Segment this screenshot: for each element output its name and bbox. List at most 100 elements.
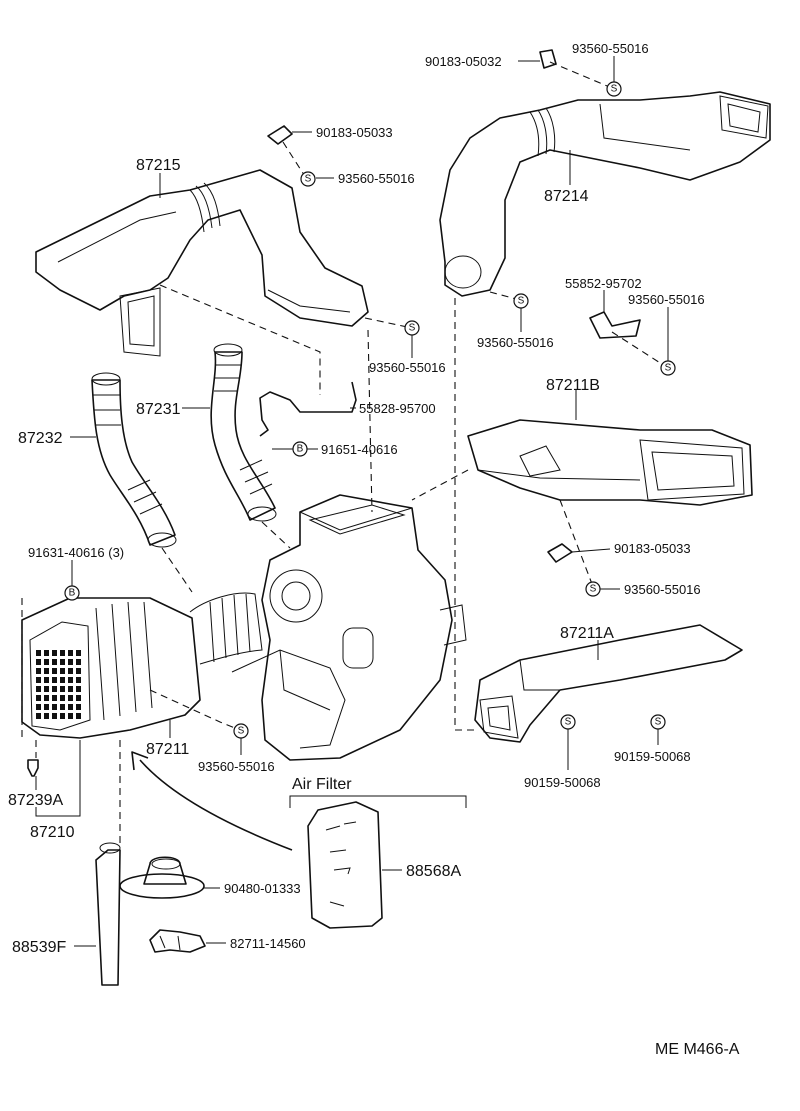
s-symbol-2: S: [300, 171, 316, 187]
grommet-90480-01333: [119, 856, 205, 899]
label-93560-55016-b: 93560-55016: [338, 171, 415, 186]
hose-87231: [210, 343, 277, 522]
label-87211A: 87211A: [560, 625, 614, 642]
install-arrow-head: [131, 751, 149, 771]
s-symbol-8: S: [560, 714, 576, 730]
filter-grid-cell: [52, 668, 57, 674]
filter-grid-cell: [52, 677, 57, 683]
label-55828-95700: 55828-95700: [359, 401, 436, 416]
label-90159-50068-a: 90159-50068: [524, 775, 601, 790]
svg-text:S: S: [590, 584, 597, 595]
label-87211: 87211: [146, 741, 189, 758]
blower-housing: [231, 494, 467, 761]
filter-grid-cell: [68, 650, 73, 656]
s-symbol-3: S: [513, 293, 529, 309]
label-90159-50068-b: 90159-50068: [614, 749, 691, 764]
filter-grid-cell: [68, 668, 73, 674]
label-88568A: 88568A: [406, 863, 461, 880]
s-symbol-6: S: [585, 581, 601, 597]
label-87231: 87231: [136, 401, 181, 418]
label-87232: 87232: [18, 430, 63, 447]
filter-grid-cell: [60, 686, 65, 692]
filter-grid-cell: [36, 677, 41, 683]
filter-grid-cell: [44, 695, 49, 701]
hose-87232: [91, 372, 177, 548]
hose-88539F: [95, 842, 121, 986]
filter-grid-cell: [52, 659, 57, 665]
clamp-82711-14560: [149, 929, 206, 953]
air-filter-bracket: [289, 795, 467, 808]
filter-grid-cell: [68, 677, 73, 683]
filter-grid-cell: [76, 713, 81, 719]
svg-text:B: B: [69, 588, 76, 599]
label-87211B: 87211B: [546, 377, 600, 394]
filter-grid: [36, 650, 81, 719]
filter-grid-cell: [44, 713, 49, 719]
filter-grid-cell: [36, 695, 41, 701]
svg-text:S: S: [409, 323, 416, 334]
filter-grid-cell: [44, 650, 49, 656]
filter-grid-cell: [60, 704, 65, 710]
filter-grid-cell: [76, 704, 81, 710]
diagram-code: ME M466-A: [655, 1041, 740, 1058]
filter-grid-cell: [76, 659, 81, 665]
duct-87215: [35, 169, 369, 357]
filter-grid-cell: [60, 668, 65, 674]
filter-grid-cell: [52, 686, 57, 692]
label-87210: 87210: [30, 824, 75, 841]
label-93560-55016-g: 93560-55016: [198, 759, 275, 774]
filter-grid-cell: [36, 650, 41, 656]
b-symbol-2: B: [64, 585, 80, 601]
filter-grid-cell: [44, 704, 49, 710]
label-90183-05033-b: 90183-05033: [614, 541, 691, 556]
s-symbol-1: S: [606, 81, 622, 97]
duct-87211B: [467, 419, 753, 506]
svg-text:S: S: [655, 717, 662, 728]
clip-90183-05032: [539, 49, 557, 69]
filter-grid-cell: [68, 686, 73, 692]
filter-grid-cell: [60, 677, 65, 683]
label-82711-14560: 82711-14560: [230, 936, 306, 951]
svg-text:S: S: [305, 174, 312, 185]
filter-grid-cell: [44, 677, 49, 683]
filter-grid-cell: [52, 713, 57, 719]
filter-grid-cell: [76, 695, 81, 701]
filter-grid-cell: [44, 659, 49, 665]
filter-grid-cell: [68, 713, 73, 719]
filter-grid-cell: [36, 668, 41, 674]
svg-text:S: S: [565, 717, 572, 728]
filter-grid-cell: [36, 713, 41, 719]
filter-grid-cell: [60, 650, 65, 656]
filter-grid-cell: [76, 677, 81, 683]
leader-lines: [35, 56, 669, 947]
b-symbol-1: B: [292, 441, 308, 457]
svg-text:S: S: [665, 363, 672, 374]
air-filter-title: Air Filter: [292, 776, 352, 793]
filter-grid-cell: [68, 659, 73, 665]
svg-text:S: S: [518, 296, 525, 307]
clip-90183-05033-top: [267, 125, 293, 145]
label-93560-55016-f: 93560-55016: [624, 582, 701, 597]
filter-grid-cell: [60, 695, 65, 701]
label-55852-95702: 55852-95702: [565, 276, 642, 291]
duct-87214: [439, 91, 771, 297]
label-87215: 87215: [136, 157, 181, 174]
filter-grid-cell: [44, 686, 49, 692]
filter-grid-cell: [52, 650, 57, 656]
label-93560-55016-e: 93560-55016: [369, 360, 446, 375]
label-87239A: 87239A: [8, 792, 63, 809]
svg-text:B: B: [297, 444, 304, 455]
svg-text:S: S: [238, 726, 245, 737]
filter-grid-cell: [44, 668, 49, 674]
air-filter-element-88568A: [307, 801, 383, 929]
screw-87239A: [27, 759, 39, 777]
filter-grid-cell: [52, 704, 57, 710]
filter-grid-cell: [68, 695, 73, 701]
s-symbol-9: S: [650, 714, 666, 730]
label-87214: 87214: [544, 188, 589, 205]
label-93560-55016-d: 93560-55016: [628, 292, 705, 307]
s-symbol-4: S: [404, 320, 420, 336]
wire-55828-95700: [259, 381, 357, 437]
